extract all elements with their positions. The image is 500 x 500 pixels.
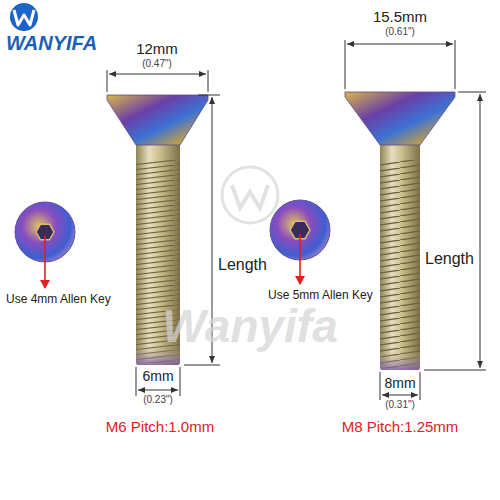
- head-diameter-inch: (0.61"): [385, 26, 415, 38]
- m8-head-top-view: [270, 200, 330, 284]
- thread-diameter-inch: (0.31"): [385, 399, 415, 411]
- m8-screw: [345, 92, 455, 370]
- head-diameter: 12mm: [136, 40, 178, 57]
- watermark-circle: [222, 167, 278, 223]
- head-diameter: 15.5mm: [373, 8, 427, 25]
- thread-diameter: 6mm: [142, 368, 173, 384]
- length-label: Length: [218, 256, 267, 274]
- watermark-mark: [232, 185, 268, 208]
- logo-mark: [14, 10, 34, 25]
- watermark: Wanyifa: [162, 300, 338, 353]
- length-label: Length: [425, 250, 474, 268]
- m6-head-top-view: [15, 202, 75, 288]
- allen-key-note: Use 4mm Allen Key: [6, 293, 111, 307]
- head-diameter-inch: (0.47"): [142, 58, 172, 70]
- thread-spec: M6 Pitch:1.0mm: [106, 418, 214, 435]
- thread-diameter-inch: (0.23"): [143, 394, 173, 406]
- logo-circle: [10, 3, 38, 31]
- allen-key-note: Use 5mm Allen Key: [268, 289, 373, 303]
- thread-spec: M8 Pitch:1.25mm: [342, 418, 459, 435]
- brand-logo-text: WANYIFA: [6, 32, 97, 55]
- m8-dimensions: [345, 40, 486, 400]
- thread-diameter: 8mm: [384, 375, 415, 391]
